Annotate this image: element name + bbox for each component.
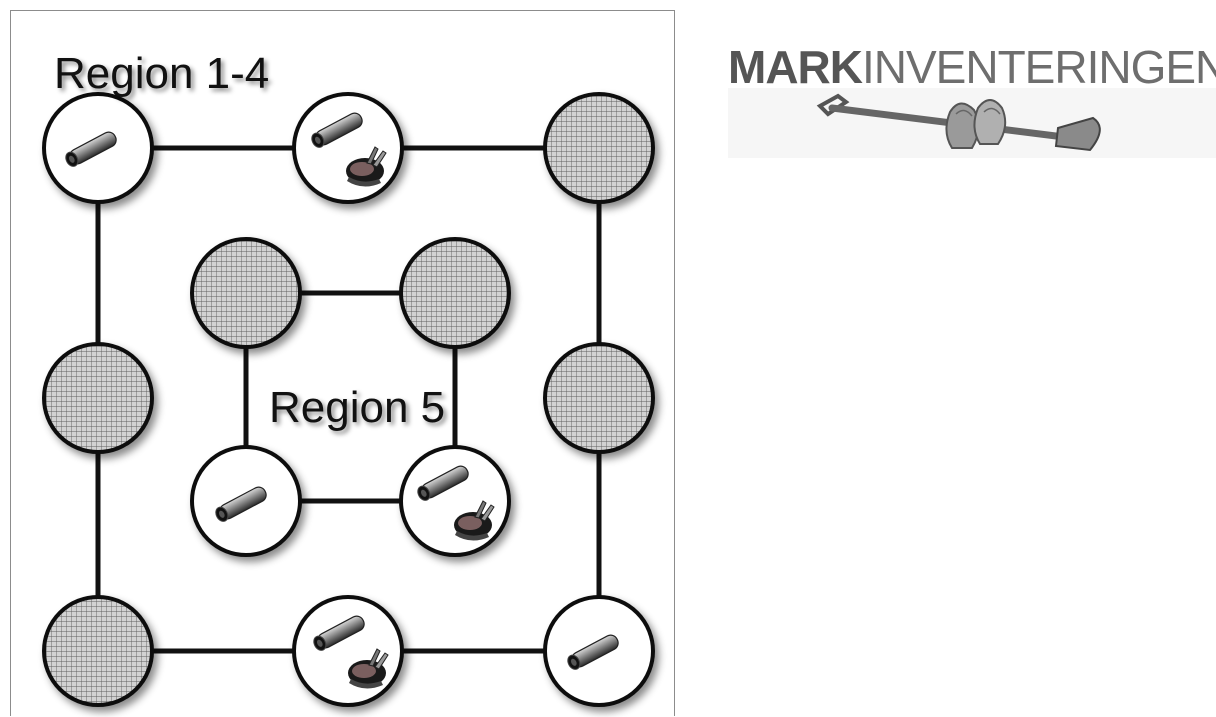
outer-node-top-middle	[292, 92, 404, 204]
outer-node-bottom-middle	[292, 595, 404, 707]
outer-node-top-left	[42, 92, 154, 204]
region-1-4-label: Region 1-4	[54, 49, 270, 98]
sampling-layout-diagram	[42, 92, 655, 707]
outer-node-bottom-right	[543, 595, 655, 707]
outer-node-middle-right	[543, 342, 655, 454]
inner-node-bottom-right	[399, 445, 511, 557]
region-5-label: Region 5	[269, 383, 446, 432]
outer-node-middle-left	[42, 342, 154, 454]
inner-node-bottom-left	[190, 445, 302, 557]
inner-node-top-left	[190, 237, 302, 349]
inner-node-top-right	[399, 237, 511, 349]
outer-node-bottom-left	[42, 595, 154, 707]
logo-light-part: INVENTERINGEN	[861, 41, 1216, 93]
outer-node-top-right	[543, 92, 655, 204]
diagram-panel: Region 1-4 Region 5	[10, 10, 675, 716]
logo-bold-part: MARK	[728, 41, 863, 93]
logo-wordmark: MARKINVENTERINGEN	[728, 40, 1216, 94]
markinventeringen-logo: MARKINVENTERINGEN	[728, 40, 1216, 160]
spade-and-soil-bags-icon	[728, 88, 1216, 158]
